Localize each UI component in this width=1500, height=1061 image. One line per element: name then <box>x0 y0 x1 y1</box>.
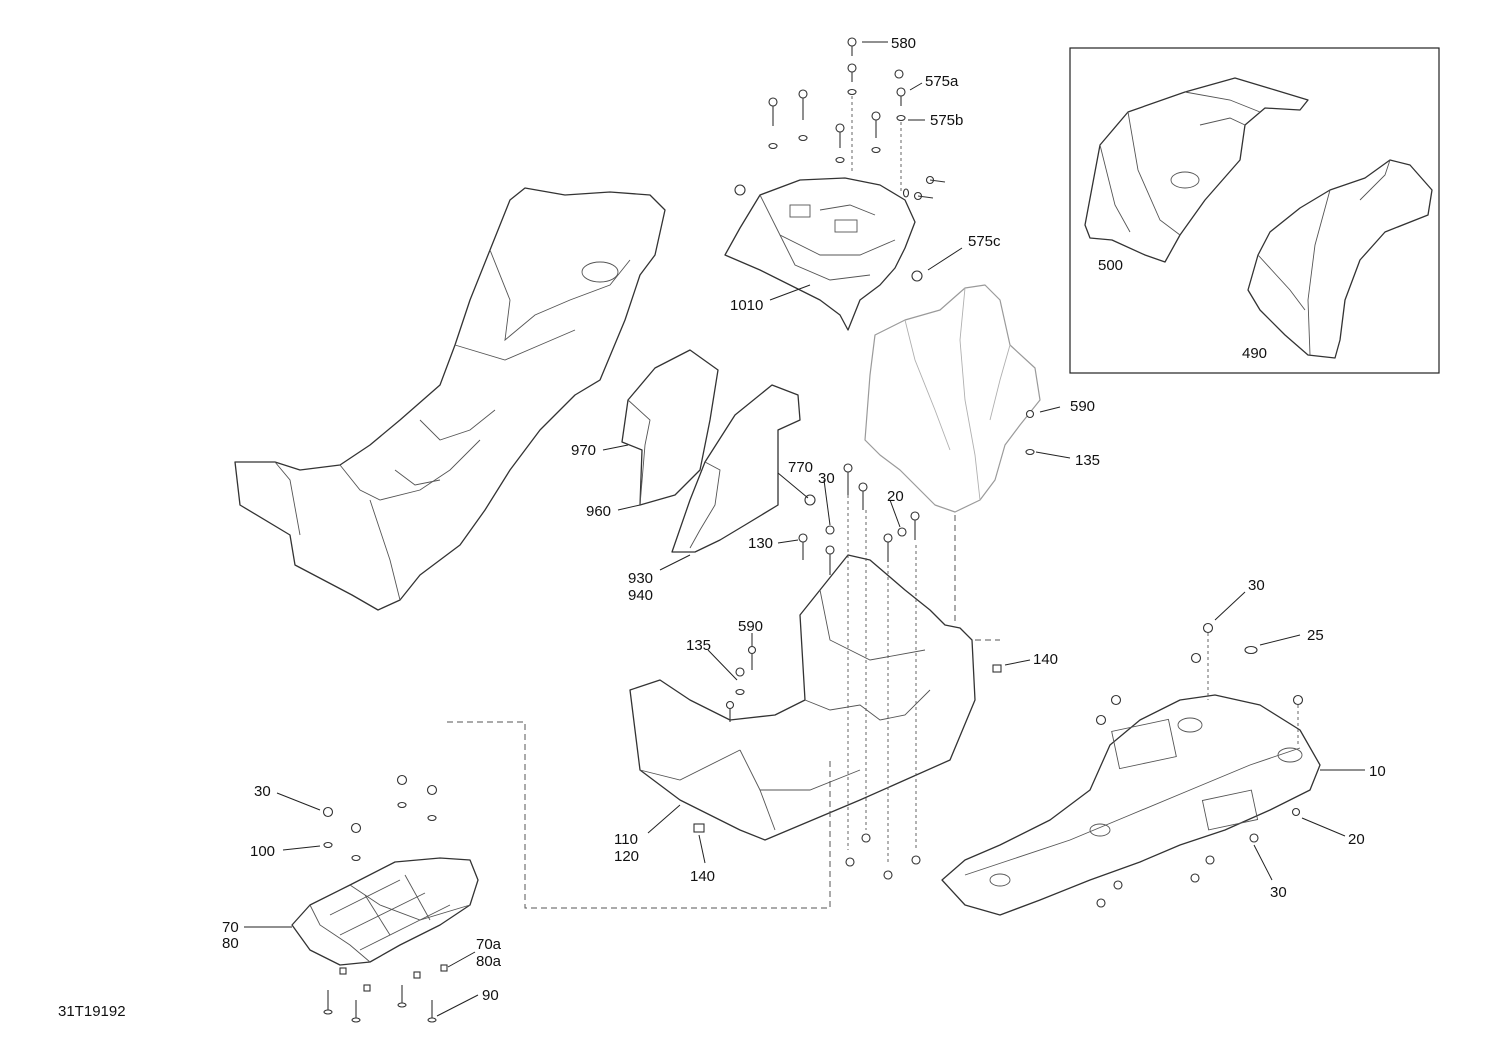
fender-part-500[interactable] <box>1084 77 1309 263</box>
rack-support-1010[interactable] <box>724 177 916 331</box>
callout-labels: 580 575a 575b 575c 1010 500 490 590 135 … <box>58 35 1386 1020</box>
callout-130: 130 <box>748 535 773 552</box>
footrest-70-80[interactable] <box>291 857 479 966</box>
callout-10: 10 <box>1369 763 1386 780</box>
callout-30-mid: 30 <box>818 470 835 487</box>
callout-140-right: 140 <box>1033 651 1058 668</box>
bolt-set-right <box>1095 622 1304 908</box>
callout-140-bottom: 140 <box>690 868 715 885</box>
callout-500: 500 <box>1098 257 1123 274</box>
callout-580: 580 <box>891 35 916 52</box>
mud-guard-970-960[interactable] <box>621 349 719 506</box>
bolt-set-top <box>734 37 946 282</box>
callout-30-right-bottom: 30 <box>1270 884 1287 901</box>
callout-1010: 1010 <box>730 297 763 314</box>
callout-70a: 70a <box>476 936 502 953</box>
mud-guard-930-940[interactable] <box>671 384 801 553</box>
callout-80a: 80a <box>476 953 502 970</box>
callout-70: 70 <box>222 919 239 936</box>
bolt-set-left <box>322 774 448 1023</box>
callout-20-right: 20 <box>1348 831 1365 848</box>
callout-970: 970 <box>571 442 596 459</box>
leader-lines <box>244 41 1365 1017</box>
callout-90: 90 <box>482 987 499 1004</box>
callout-940: 940 <box>628 587 653 604</box>
callout-770: 770 <box>788 459 813 476</box>
callout-135-top: 135 <box>1075 452 1100 469</box>
rear-fender-right[interactable] <box>864 284 1041 513</box>
callout-590-top: 590 <box>1070 398 1095 415</box>
diagram-code: 31T19192 <box>58 1003 126 1020</box>
callout-135-mid: 135 <box>686 637 711 654</box>
callout-960: 960 <box>586 503 611 520</box>
callout-590-mid: 590 <box>738 618 763 635</box>
callout-575b: 575b <box>930 112 963 129</box>
skid-plate-10[interactable] <box>941 694 1321 916</box>
callout-25: 25 <box>1307 627 1324 644</box>
callout-110: 110 <box>614 831 638 848</box>
callout-80: 80 <box>222 935 239 952</box>
callout-30-right-top: 30 <box>1248 577 1265 594</box>
callout-20-mid: 20 <box>887 488 904 505</box>
callout-100: 100 <box>250 843 275 860</box>
callout-30-left: 30 <box>254 783 271 800</box>
callout-490: 490 <box>1242 345 1267 362</box>
callout-930: 930 <box>628 570 653 587</box>
callout-575c: 575c <box>968 233 1001 250</box>
callout-575a: 575a <box>925 73 959 90</box>
footwell-110-120[interactable] <box>629 554 976 841</box>
rear-body-assembly[interactable] <box>234 187 666 611</box>
callout-120: 120 <box>614 848 639 865</box>
fender-part-490[interactable] <box>1247 159 1433 359</box>
inset-box <box>1069 47 1440 374</box>
assembly-path <box>447 721 831 909</box>
